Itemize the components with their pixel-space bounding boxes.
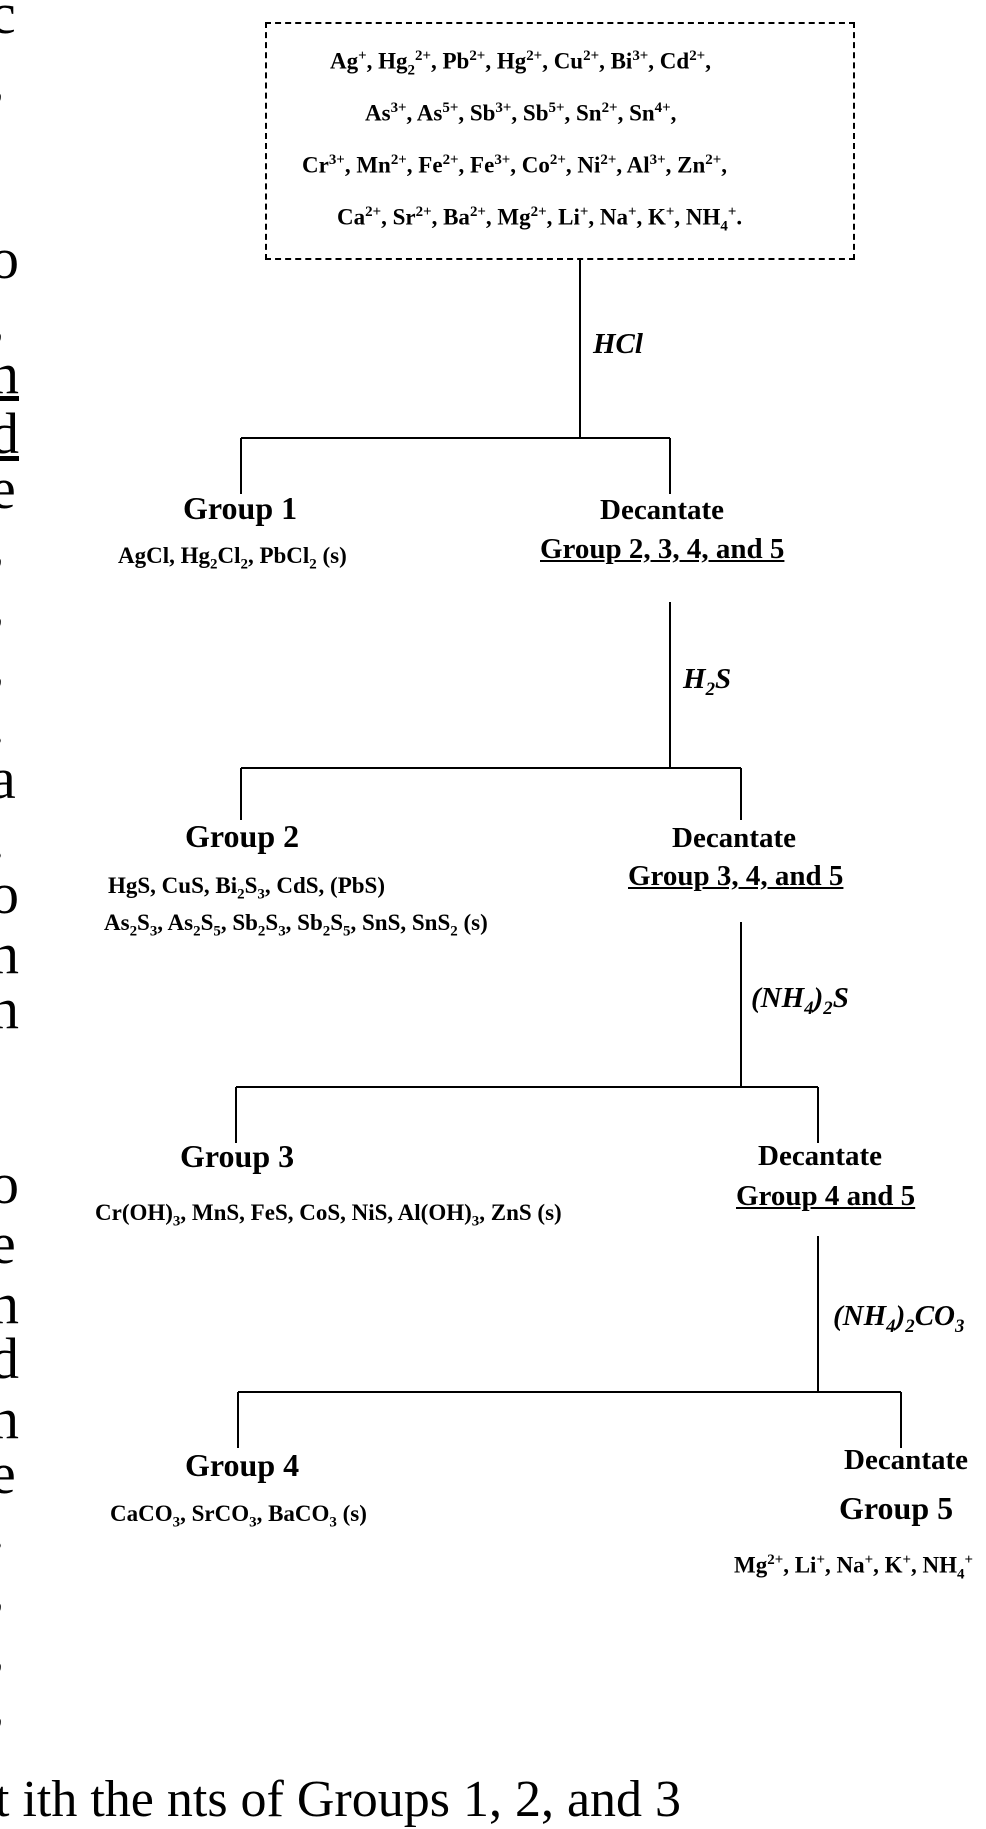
reagent-label: H2S [683,663,732,700]
group-3-title: Group 3 [180,1138,295,1174]
margin-char: n [0,976,19,1041]
group-5-ions: Mg2+, Li+, Na+, K+, NH4+ [734,1552,973,1583]
margin-char: a [0,746,16,811]
margin-char: n [0,341,19,406]
margin-char: o [0,226,19,291]
margin-char: . [0,1495,5,1562]
decantate-3-label: Decantate [758,1140,883,1172]
margin-char: e [0,1441,16,1506]
margin-char: e [0,456,16,521]
group-1-title: Group 1 [183,490,298,526]
ion-list-line-3: Cr3+, Mn2+, Fe2+, Fe3+, Co2+, Ni2+, Al3+… [302,152,727,178]
group-2-precipitate-line-1: HgS, CuS, Bi2S3, CdS, (PbS) [108,873,385,903]
ion-list-line-1: Ag+, Hg22+, Pb2+, Hg2+, Cu2+, Bi3+, Cd2+… [330,48,711,79]
margin-char: e [0,1211,16,1276]
group-4-title: Group 4 [185,1447,300,1483]
margin-char: , [0,630,5,697]
ion-list-line-4: Ca2+, Sr2+, Ba2+, Mg2+, Li+, Na+, K+, NH… [337,204,743,235]
margin-char: n [0,1271,19,1336]
group-1-precipitate: AgCl, Hg2Cl2, PbCl2 (s) [118,543,347,573]
margin-char: o [0,1151,19,1216]
margin-char: , [0,45,5,112]
reagent-label: (NH4)2S [751,982,849,1019]
reagent-label: (NH4)2CO3 [833,1300,965,1337]
margin-char: d [0,401,19,466]
margin-char: n [0,1386,19,1451]
margin-char: n [0,921,19,986]
starting-ions-box: Ag+, Hg22+, Pb2+, Hg2+, Cu2+, Bi3+, Cd2+… [265,22,855,260]
decantate-4-label: Decantate [844,1444,969,1476]
margin-char: , [0,1555,5,1622]
footer-text: t ith the nts of Groups 1, 2, and 3 [0,1771,682,1828]
margin-char: . [0,690,5,757]
margin-char: , [0,285,5,352]
margin-char: , [0,510,5,577]
margin-char: , [0,570,5,637]
decantate-3-groups: Group 4 and 5 [736,1180,916,1212]
group-2-title: Group 2 [185,818,300,854]
margin-char: , [0,1615,5,1682]
group-5-title: Group 5 [839,1490,954,1526]
ion-list-line-2: As3+, As5+, Sb3+, Sb5+, Sn2+, Sn4+, [365,100,677,126]
margin-char: o [0,861,19,926]
margin-char: , [0,1670,5,1737]
decantate-1-groups: Group 2, 3, 4, and 5 [540,533,785,565]
decantate-1-label: Decantate [600,494,725,526]
margin-char: d [0,1326,19,1391]
group-3-precipitate: Cr(OH)3, MnS, FeS, CoS, NiS, Al(OH)3, Zn… [95,1200,562,1230]
decantate-2-label: Decantate [672,822,797,854]
decantate-2-groups: Group 3, 4, and 5 [628,860,844,892]
group-4-precipitate: CaCO3, SrCO3, BaCO3 (s) [110,1501,367,1531]
group-2-precipitate-line-2: As2S3, As2S5, Sb2S3, Sb2S5, SnS, SnS2 (s… [104,910,488,940]
margin-char: . [0,805,5,872]
margin-char: c [0,0,16,46]
reagent-label: HCl [593,328,643,360]
